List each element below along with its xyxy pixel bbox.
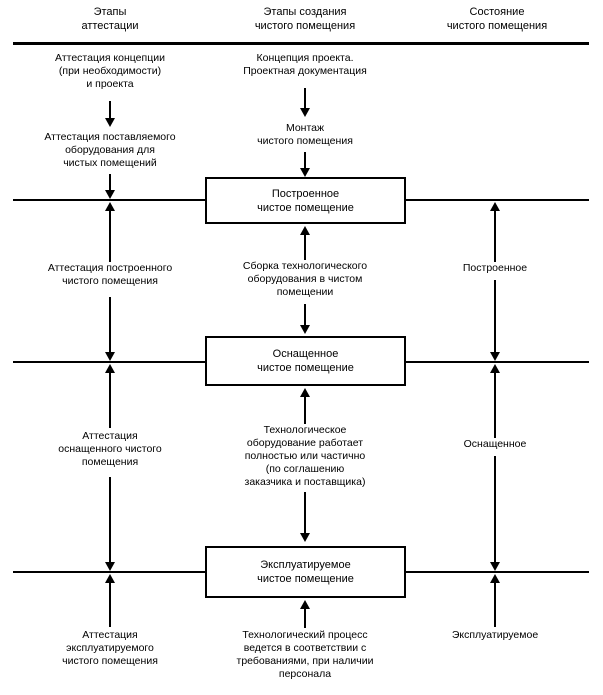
label-operational-qualification: Аттестация эксплуатируемого чистого поме… (62, 629, 158, 667)
label-supplied-equipment-qualification: Аттестация поставляемого оборудования дл… (44, 131, 176, 169)
connector-mid-4 (304, 304, 306, 326)
arrowhead-down-left-2 (105, 190, 115, 199)
label-state-operational: Эксплуатируемое (451, 629, 539, 641)
connector-mid-1 (304, 88, 306, 110)
arrowhead-up-right-3 (490, 574, 500, 583)
connector-left-4 (109, 297, 111, 352)
label-as-built-qualification: Аттестация построенного чистого помещени… (47, 262, 173, 287)
arrowhead-up-mid-3 (300, 600, 310, 609)
label-state-as-built: Построенное (462, 262, 528, 274)
label-project-concept: Концепция проекта. Проектная документаци… (243, 52, 367, 77)
column-header-cleanroom-creation-stages: Этапы создания чистого помещения (254, 6, 356, 32)
arrowhead-up-left-4 (105, 574, 115, 583)
arrowhead-up-left-2 (105, 202, 115, 211)
label-equipment-operating: Технологическое оборудование работает по… (244, 424, 366, 488)
arrowhead-up-mid-1 (300, 226, 310, 235)
connector-left-6 (109, 477, 111, 562)
connector-mid-7 (304, 608, 306, 628)
label-at-rest-qualification: Аттестация оснащенного чистого помещения (58, 430, 162, 468)
arrowhead-down-mid-2 (300, 168, 310, 177)
arrowhead-up-mid-2 (300, 388, 310, 397)
connector-mid-3 (304, 234, 306, 260)
connector-right-3 (494, 372, 496, 438)
header-divider (13, 42, 589, 45)
label-cleanroom-installation: Монтаж чистого помещения (257, 122, 353, 147)
column-header-qualification-stages: Этапы аттестации (81, 6, 139, 32)
label-equipment-assembly: Сборка технологического оборудования в ч… (242, 260, 368, 298)
arrowhead-down-mid-3 (300, 325, 310, 334)
state-box-operational: Эксплуатируемое чистое помещение (205, 546, 406, 598)
connector-mid-5 (304, 396, 306, 424)
connector-mid-2 (304, 152, 306, 169)
label-process-running: Технологический процесс ведется в соотве… (236, 629, 374, 680)
state-box-at-rest-label: Оснащенное чистое помещение (257, 348, 354, 374)
arrowhead-down-left-1 (105, 118, 115, 127)
arrowhead-up-left-3 (105, 364, 115, 373)
connector-left-1 (109, 101, 111, 120)
label-concept-design-qualification: Аттестация концепции (при необходимости)… (55, 52, 165, 90)
arrowhead-down-left-3 (105, 352, 115, 361)
connector-left-3 (109, 210, 111, 262)
connector-right-2 (494, 280, 496, 352)
arrowhead-up-right-1 (490, 202, 500, 211)
arrowhead-down-mid-1 (300, 108, 310, 117)
arrowhead-down-right-2 (490, 562, 500, 571)
state-box-as-built: Построенное чистое помещение (205, 177, 406, 224)
connector-right-1 (494, 210, 496, 262)
connector-right-5 (494, 582, 496, 627)
connector-right-4 (494, 456, 496, 562)
label-state-at-rest: Оснащенное (463, 438, 527, 450)
state-box-as-built-label: Построенное чистое помещение (257, 187, 354, 214)
state-box-at-rest: Оснащенное чистое помещение (205, 336, 406, 386)
arrowhead-down-mid-4 (300, 533, 310, 542)
connector-left-5 (109, 372, 111, 428)
arrowhead-down-right-1 (490, 352, 500, 361)
state-box-operational-label: Эксплуатируемое чистое помещение (257, 559, 354, 585)
connector-left-7 (109, 582, 111, 627)
arrowhead-up-right-2 (490, 364, 500, 373)
arrowhead-down-left-4 (105, 562, 115, 571)
connector-mid-6 (304, 492, 306, 534)
column-header-cleanroom-state: Состояние чистого помещения (446, 6, 548, 32)
connector-left-2 (109, 174, 111, 192)
